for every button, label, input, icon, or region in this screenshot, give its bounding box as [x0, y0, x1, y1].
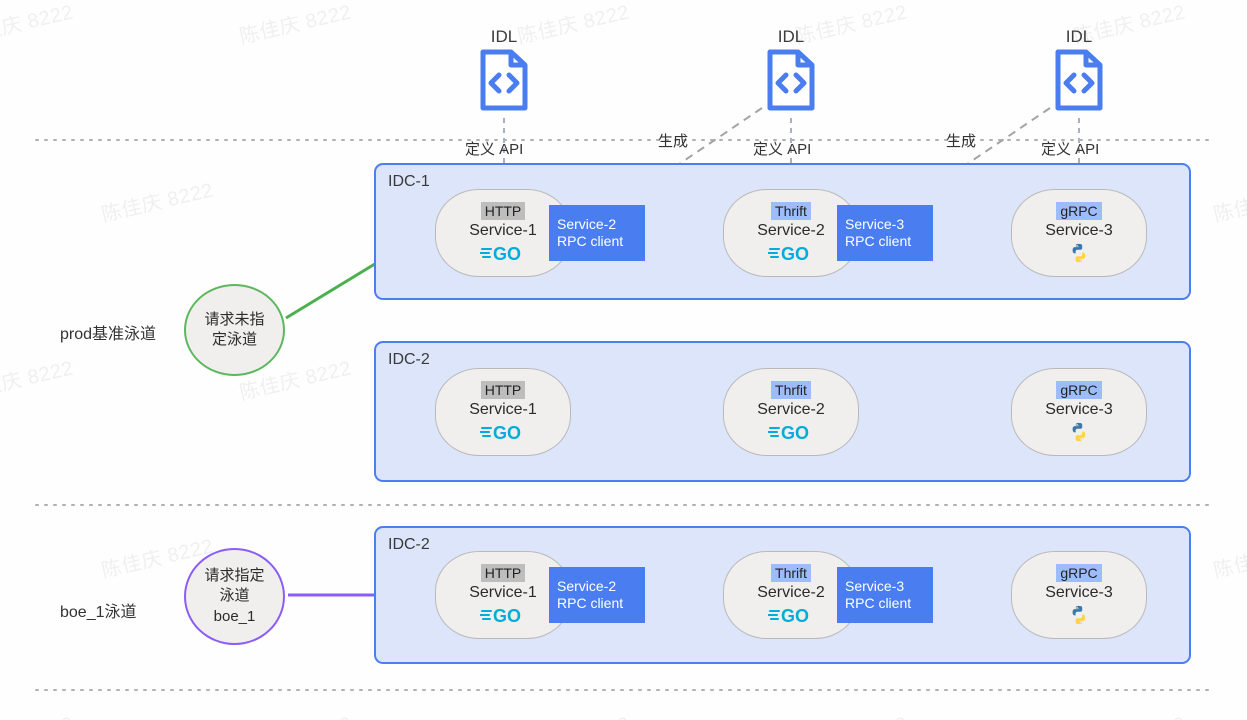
rpc-client-line-2: RPC client	[557, 595, 624, 611]
idl-label: IDL	[490, 27, 518, 46]
service-node-http-service-1-idc2[interactable]: HTTP Service-1 GO	[435, 368, 571, 456]
rpc-client-box-service-2[interactable]: Service-2 RPC client	[549, 205, 645, 261]
protocol-badge: HTTP	[480, 202, 526, 221]
circle-line-2: 泳道	[219, 587, 250, 605]
python-logo-icon	[1068, 242, 1090, 264]
idl-node-2: IDL	[736, 28, 846, 116]
svg-text:GO: GO	[781, 244, 809, 263]
edge-label-define-api-3: 定义 API	[1041, 141, 1100, 158]
service-name: Service-1	[469, 222, 537, 240]
edge-label-generate-2: 生成	[946, 133, 977, 150]
service-name: Service-2	[757, 222, 825, 240]
service-name: Service-2	[757, 584, 825, 602]
circle-line-1: 请求指定	[204, 567, 265, 585]
svg-text:GO: GO	[493, 244, 521, 263]
service-node-http-service-1-boe[interactable]: HTTP Service-1 GO	[435, 551, 571, 639]
idl-node-1: IDL	[449, 28, 559, 116]
code-file-icon	[1054, 49, 1104, 111]
circle-line-3: boe_1	[213, 607, 256, 625]
rpc-client-line-2: RPC client	[845, 233, 912, 249]
rpc-client-line-2: RPC client	[557, 233, 624, 249]
circle-line-1: 请求未指	[204, 310, 265, 328]
service-name: Service-1	[469, 584, 537, 602]
rpc-client-line-2: RPC client	[845, 595, 912, 611]
protocol-badge: Thrift	[771, 564, 811, 583]
idc-title: IDC-2	[388, 351, 430, 368]
rpc-client-box-service-3[interactable]: Service-3 RPC client	[837, 205, 933, 261]
service-node-thrift-service-2[interactable]: Thrift Service-2 GO	[723, 189, 859, 277]
edge-label-generate-1: 生成	[658, 133, 689, 150]
rpc-client-line-1: Service-3	[845, 215, 905, 232]
protocol-badge: gRPC	[1056, 202, 1102, 221]
idl-label: IDL	[1065, 27, 1093, 46]
rpc-client-box-service-2-boe[interactable]: Service-2 RPC client	[549, 567, 645, 623]
idc-title: IDC-1	[388, 173, 430, 190]
protocol-badge: gRPC	[1056, 381, 1102, 400]
service-name: Service-3	[1045, 401, 1113, 419]
go-logo-icon: GO	[768, 421, 814, 443]
protocol-badge: Thrift	[771, 202, 811, 221]
service-node-grpc-service-3-boe[interactable]: gRPC Service-3	[1011, 551, 1147, 639]
lane-label-boe-1: boe_1泳道	[60, 604, 137, 621]
rpc-client-box-service-3-boe[interactable]: Service-3 RPC client	[837, 567, 933, 623]
python-logo-icon	[1068, 604, 1090, 626]
service-name: Service-3	[1045, 584, 1113, 602]
go-logo-icon: GO	[480, 421, 526, 443]
service-name: Service-3	[1045, 222, 1113, 240]
rpc-client-line-1: Service-3	[845, 577, 905, 594]
svg-text:GO: GO	[493, 423, 521, 442]
code-file-icon	[479, 49, 529, 111]
protocol-badge: HTTP	[480, 564, 526, 583]
protocol-badge: HTTP	[480, 381, 526, 400]
service-node-grpc-service-3[interactable]: gRPC Service-3	[1011, 189, 1147, 277]
service-node-http-service-1[interactable]: HTTP Service-1 GO	[435, 189, 571, 277]
protocol-badge: Thrfit	[771, 381, 811, 400]
idl-node-3: IDL	[1024, 28, 1134, 116]
service-name: Service-1	[469, 401, 537, 419]
svg-text:GO: GO	[781, 606, 809, 625]
python-logo-icon	[1068, 421, 1090, 443]
go-logo-icon: GO	[480, 604, 526, 626]
protocol-badge: gRPC	[1056, 564, 1102, 583]
request-circle-boe-1: 请求指定 泳道 boe_1	[184, 548, 285, 645]
code-file-icon	[766, 49, 816, 111]
request-circle-no-lane: 请求未指 定泳道	[184, 284, 285, 376]
section-divider-lines	[35, 139, 1213, 691]
service-node-grpc-service-3-idc2[interactable]: gRPC Service-3	[1011, 368, 1147, 456]
svg-text:GO: GO	[493, 606, 521, 625]
svg-text:GO: GO	[781, 423, 809, 442]
edge-label-define-api-1: 定义 API	[465, 141, 524, 158]
go-logo-icon: GO	[480, 242, 526, 264]
circle-line-2: 定泳道	[211, 331, 257, 348]
go-logo-icon: GO	[768, 242, 814, 264]
rpc-client-line-1: Service-2	[557, 215, 617, 232]
service-name: Service-2	[757, 401, 825, 419]
service-node-thrift-service-2-boe[interactable]: Thrift Service-2 GO	[723, 551, 859, 639]
rpc-client-line-1: Service-2	[557, 577, 617, 594]
idl-label: IDL	[777, 27, 805, 46]
service-node-thrfit-service-2-idc2[interactable]: Thrfit Service-2 GO	[723, 368, 859, 456]
idc-title: IDC-2	[388, 536, 430, 553]
go-logo-icon: GO	[768, 604, 814, 626]
edge-label-define-api-2: 定义 API	[753, 141, 812, 158]
lane-label-prod: prod基准泳道	[60, 326, 157, 343]
